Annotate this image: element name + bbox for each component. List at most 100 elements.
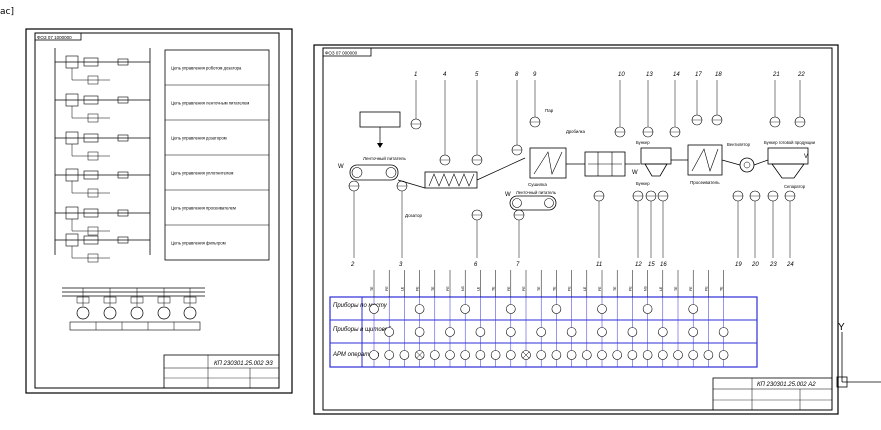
label-steam: Пар (545, 108, 554, 113)
instrument-number: 21 (772, 72, 780, 78)
instrument-number: 6 (474, 262, 478, 268)
operator-device (490, 350, 501, 360)
signal-code: LE (400, 286, 404, 291)
field-device (551, 304, 562, 314)
label-screen: Просеиватель (690, 180, 720, 185)
motor-starter (130, 296, 144, 304)
signal-code: TE (537, 286, 541, 291)
label-doser: Дозатор (405, 213, 423, 218)
signal-code: TE (431, 286, 435, 291)
panel-device (445, 327, 455, 337)
label-separator: Сепаратор (784, 184, 806, 189)
sheet2-code: КП 230301.25.002 А2 (757, 382, 816, 388)
instrument-number: 8 (515, 72, 519, 78)
label-hopper: Бункер (636, 181, 650, 186)
instrument-number: 10 (618, 72, 625, 78)
field-device (642, 304, 653, 314)
signal-code: PE (568, 286, 572, 291)
row-label-field: Приборы по месту (333, 303, 388, 309)
operator-device (551, 350, 562, 360)
sheet1-code: КП 230301.25.002 Э3 (214, 361, 273, 367)
schematic-rungs (55, 55, 150, 263)
label-blower: Вентилятор (727, 142, 751, 147)
coil-box (117, 58, 129, 66)
signal-code: PE (446, 286, 450, 291)
panel-device (718, 327, 729, 337)
relay-box (83, 235, 99, 245)
control-table: Приборы по месту Приборы в щитовой АРМ о… (329, 270, 758, 368)
signal-code: NS (461, 285, 465, 291)
instrument-number: 4 (443, 72, 447, 78)
cross-mark (416, 351, 423, 359)
field-device (460, 304, 471, 314)
instrument-number: 12 (635, 262, 642, 268)
label-crusher: Дробилка (566, 129, 586, 134)
operator-device (475, 350, 486, 360)
operator-device (369, 350, 379, 360)
motor-symbol (130, 306, 144, 320)
aux-contact (87, 75, 99, 85)
legend-row-text: Цепь управления дозатором (171, 136, 227, 141)
signal-code: TE (552, 286, 556, 291)
instrument-number: 7 (516, 262, 520, 268)
operator-device (688, 350, 699, 360)
instrument-number: 3 (399, 262, 403, 268)
panel-device (627, 327, 638, 337)
legend-row-text: Цепь управления фильтром (171, 241, 226, 246)
field-device (505, 304, 516, 314)
legend-row-text: Цепь управления уплотнителем (171, 171, 234, 176)
label-feeder2: Ленточный питатель (516, 190, 557, 195)
sheet-electrical: ФОЗ 07 1000000 Цепь управления роботом д… (25, 28, 293, 394)
panel-device (597, 327, 607, 337)
relay-box (83, 170, 99, 180)
motor-starter (157, 296, 171, 304)
signal-code: FE (689, 286, 693, 291)
operator-device (566, 350, 577, 360)
instrument-number: 1 (414, 72, 417, 78)
coil-box (117, 209, 129, 217)
instrument-number: 11 (596, 262, 602, 268)
operator-device (597, 350, 607, 360)
process-equipment: W Ленточный питатель Дозатор W Ленточный… (338, 108, 816, 218)
row-label-panel: Приборы в щитовой (333, 326, 392, 333)
instrument-number: 18 (715, 72, 722, 78)
signal-code: PE (385, 286, 389, 291)
field-device (414, 304, 425, 314)
operator-device (612, 350, 623, 360)
signal-code: TE (370, 286, 374, 291)
relay-box (83, 95, 99, 105)
signal-code: PE (628, 286, 632, 291)
motor-symbol (76, 306, 90, 320)
motor-symbol (157, 306, 171, 320)
cross-mark (522, 351, 530, 359)
motor-starter (103, 296, 117, 304)
field-device (597, 304, 607, 314)
signal-code: FE (507, 286, 511, 291)
panel-device (536, 327, 547, 337)
field-device (688, 304, 699, 314)
panel-device (505, 327, 516, 337)
label-storage: Бункер готовой продукции (764, 140, 816, 145)
label-w-mid: W (505, 192, 511, 198)
aux-contact (87, 226, 99, 236)
motor-symbol (183, 306, 197, 320)
instrument-number: 23 (769, 262, 777, 268)
label-w-right: W (632, 170, 638, 176)
motor-group (76, 288, 197, 320)
operator-device (581, 350, 592, 360)
sheet2-title-block: КП 230301.25.002 А2 (712, 377, 833, 411)
label-weigher: Бункер (636, 140, 650, 145)
label-w-left: W (338, 164, 344, 170)
operator-device (384, 350, 395, 360)
motor-symbol (103, 306, 117, 320)
signal-code: LE (476, 286, 480, 291)
signal-code: TE (613, 286, 617, 291)
signal-code: FE (598, 286, 602, 291)
operator-device (673, 350, 683, 360)
sheet1-title-block: КП 230301.25.002 Э3 (163, 354, 280, 389)
